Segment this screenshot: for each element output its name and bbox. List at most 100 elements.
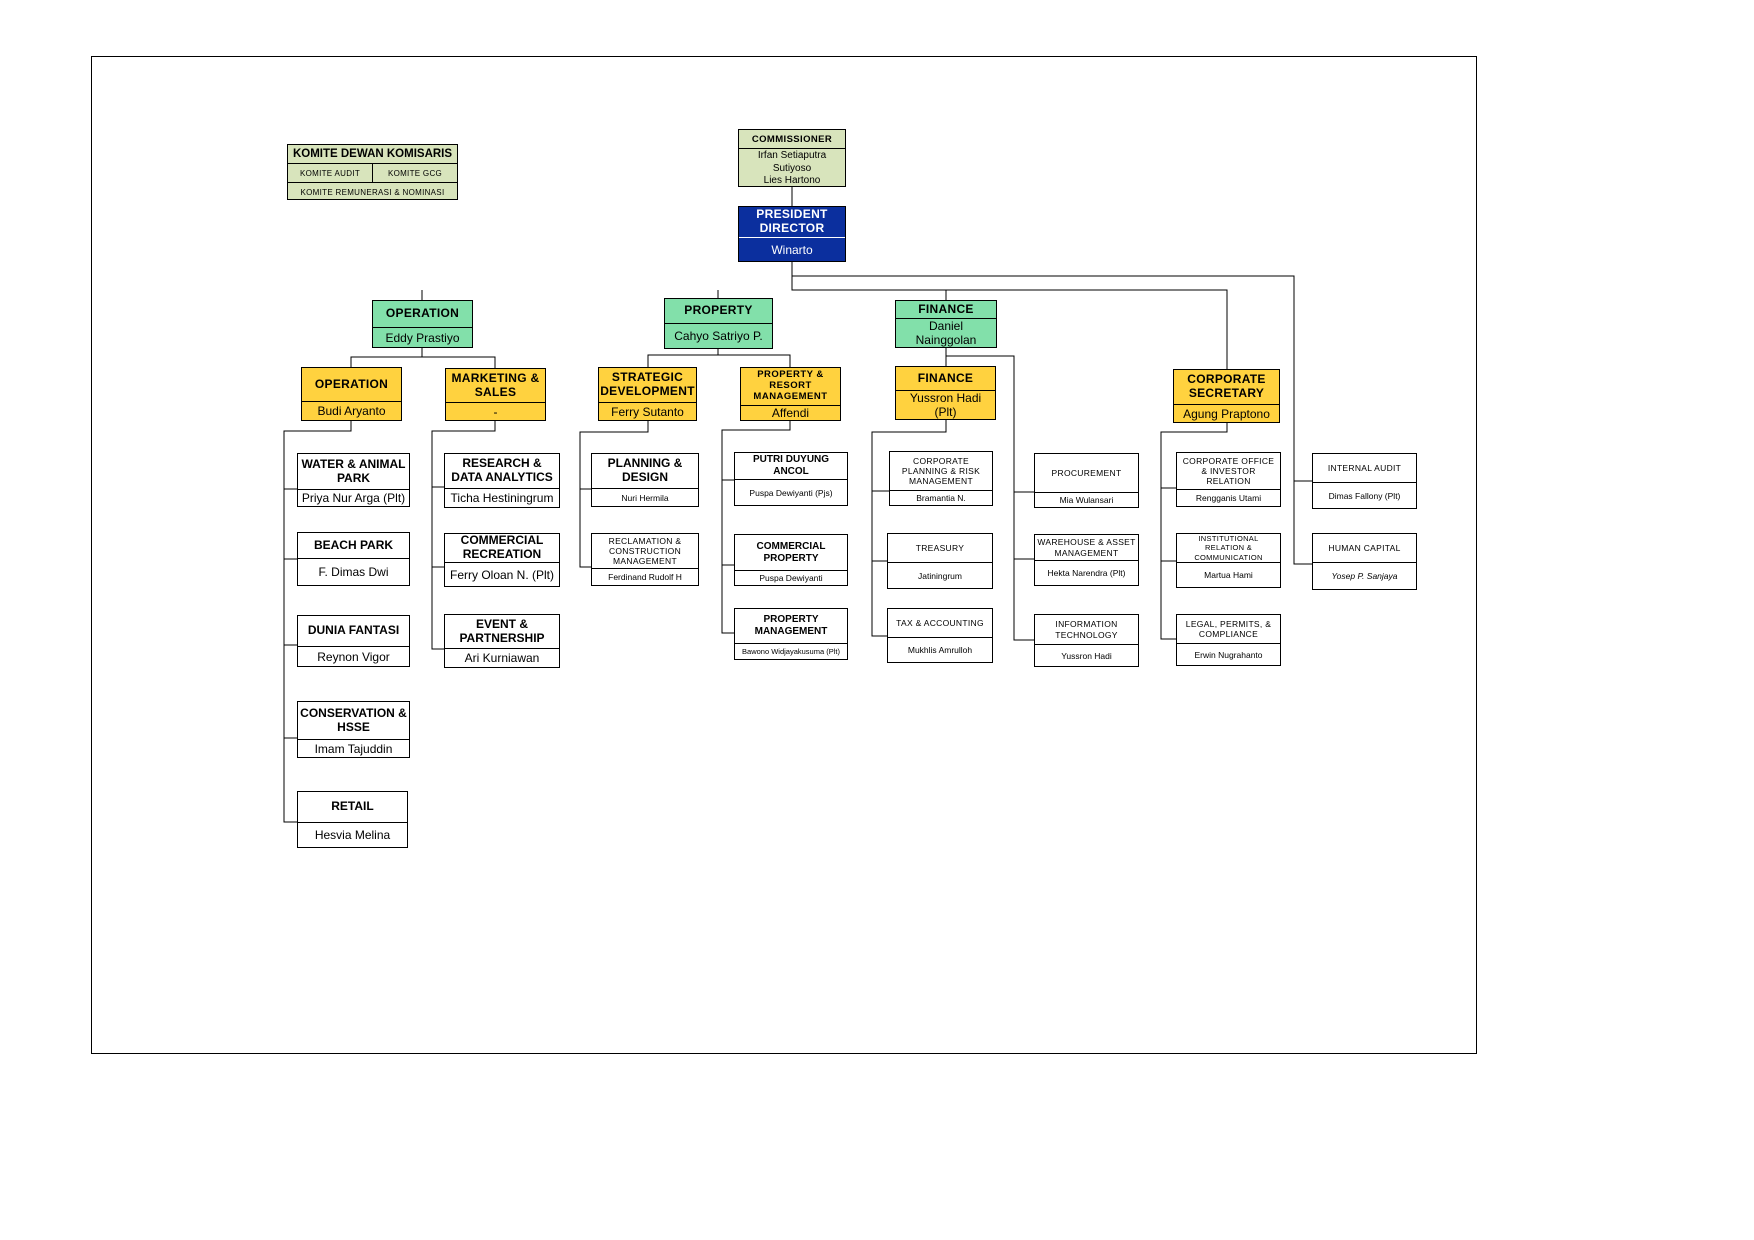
unit-head-name: Priya Nur Arga (Plt) [298,489,409,506]
unit-title: RETAIL [331,799,374,814]
finance-director-name: Daniel Nainggolan [896,318,996,347]
unit-head-name: Bawono Widjayakusuma (Plt) [735,643,847,659]
unit-title: EVENT & PARTNERSHIP [459,616,545,645]
strategic-division-name: Ferry Sutanto [599,402,696,420]
unit-title: PROPERTY MANAGEMENT [754,614,828,637]
commissioner-box: COMMISSIONER Irfan Setiaputra Sutiyoso L… [738,129,846,187]
corporate-secretary-division-box: CORPORATE SECRETARY Agung Praptono [1173,369,1280,423]
remuneration-committee-label: KOMITE REMUNERASI & NOMINASI [300,187,445,197]
unit-box-reclamation-construction: RECLAMATION & CONSTRUCTION MANAGEMENT Fe… [591,533,699,586]
unit-box-legal-permits-compliance: LEGAL, PERMITS, & COMPLIANCE Erwin Nugra… [1176,614,1281,666]
unit-head-name: Mia Wulansari [1035,492,1138,507]
unit-title: WATER & ANIMAL PARK [301,456,406,485]
unit-head-name: Erwin Nugrahanto [1177,643,1280,665]
finance-division-title: FINANCE [917,370,974,385]
unit-box-beach-park: BEACH PARK F. Dimas Dwi [297,532,410,586]
board-committee-box: KOMITE DEWAN KOMISARIS KOMITE AUDIT KOMI… [287,144,458,200]
operation-division-box: OPERATION Budi Aryanto [301,367,402,421]
unit-title: INFORMATION TECHNOLOGY [1055,619,1118,640]
unit-head-name: Ticha Hestiningrum [445,488,559,507]
unit-head-name: F. Dimas Dwi [298,558,409,585]
connector-lines [283,187,1312,823]
property-director-title: PROPERTY [684,303,753,318]
unit-box-corporate-planning-risk: CORPORATE PLANNING & RISK MANAGEMENT Bra… [889,451,993,506]
commissioner-member: Sutiyoso [772,162,812,174]
page-frame [91,56,1477,1054]
commissioner-member: Lies Hartono [763,175,821,186]
property-resort-division-name: Affendi [741,405,840,420]
unit-head-name: Imam Tajuddin [298,739,409,757]
corporate-secretary-division-name: Agung Praptono [1174,404,1279,422]
unit-title: CORPORATE PLANNING & RISK MANAGEMENT [901,455,981,487]
unit-head-name: Puspa Dewiyanti [735,570,847,585]
operation-division-title: OPERATION [314,376,389,391]
unit-title: WAREHOUSE & ASSET MANAGEMENT [1037,537,1136,558]
unit-box-conservation-hsse: CONSERVATION & HSSE Imam Tajuddin [297,701,410,758]
unit-title: INSTITUTIONAL RELATION & COMMUNICATION [1194,533,1263,562]
unit-head-name: Yussron Hadi [1035,644,1138,666]
unit-head-name: Yosep P. Sanjaya [1313,562,1416,589]
unit-box-property-management: PROPERTY MANAGEMENT Bawono Widjayakusuma… [734,608,848,660]
audit-committee-label: KOMITE AUDIT [288,164,373,182]
unit-title: TAX & ACCOUNTING [896,617,984,628]
finance-director-title: FINANCE [918,301,974,316]
operation-division-name: Budi Aryanto [302,401,401,420]
unit-box-dunia-fantasi: DUNIA FANTASI Reynon Vigor [297,615,410,667]
finance-division-box: FINANCE Yussron Hadi (Plt) [895,366,996,420]
unit-box-planning-design: PLANNING & DESIGN Nuri Hermila [591,453,699,507]
unit-title: RECLAMATION & CONSTRUCTION MANAGEMENT [608,535,682,567]
unit-title: COMMERCIAL RECREATION [460,533,544,561]
unit-head-name: Hesvia Melina [298,822,407,847]
unit-box-internal-audit: INTERNAL AUDIT Dimas Fallony (Plt) [1312,453,1417,509]
marketing-division-box: MARKETING & SALES - [445,368,546,421]
unit-title: HUMAN CAPITAL [1328,542,1401,553]
unit-head-name: Bramantia N. [890,490,992,505]
unit-title: RESEARCH & DATA ANALYTICS [451,456,553,484]
unit-title: CORPORATE OFFICE & INVESTOR RELATION [1182,455,1275,487]
unit-box-event-partnership: EVENT & PARTNERSHIP Ari Kurniawan [444,614,560,668]
marketing-division-name: - [446,402,545,420]
unit-box-corporate-office-investor: CORPORATE OFFICE & INVESTOR RELATION Ren… [1176,452,1281,507]
unit-box-procurement: PROCUREMENT Mia Wulansari [1034,453,1139,508]
operation-director-name: Eddy Prastiyo [373,327,472,347]
finance-director-box: FINANCE Daniel Nainggolan [895,300,997,348]
president-director-name: Winarto [739,237,845,261]
unit-head-name: Ari Kurniawan [445,648,559,667]
strategic-division-box: STRATEGIC DEVELOPMENT Ferry Sutanto [598,367,697,421]
strategic-division-title: STRATEGIC DEVELOPMENT [600,370,695,398]
unit-head-name: Ferdinand Rudolf H [592,568,698,585]
unit-head-name: Puspa Dewiyanti (Pjs) [735,479,847,505]
president-director-box: PRESIDENT DIRECTOR Winarto [738,206,846,262]
unit-box-water-animal-park: WATER & ANIMAL PARK Priya Nur Arga (Plt) [297,453,410,507]
unit-box-research-data-analytics: RESEARCH & DATA ANALYTICS Ticha Hestinin… [444,453,560,508]
commissioner-title: COMMISSIONER [739,130,845,149]
unit-box-institutional-relation: INSTITUTIONAL RELATION & COMMUNICATION M… [1176,533,1281,588]
unit-title: BEACH PARK [313,537,394,552]
corporate-secretary-division-title: CORPORATE SECRETARY [1187,372,1266,400]
unit-title: CONSERVATION & HSSE [300,705,407,734]
unit-head-name: Ferry Oloan N. (Plt) [445,562,559,586]
unit-title: LEGAL, PERMITS, & COMPLIANCE [1185,618,1272,639]
unit-head-name: Nuri Hermila [592,488,698,506]
unit-box-commercial-recreation: COMMERCIAL RECREATION Ferry Oloan N. (Pl… [444,533,560,587]
unit-head-name: Mukhlis Amrulloh [888,637,992,662]
unit-box-commercial-property: COMMERCIAL PROPERTY Puspa Dewiyanti [734,534,848,586]
marketing-division-title: MARKETING & SALES [451,370,540,399]
operation-director-box: OPERATION Eddy Prastiyo [372,300,473,348]
gcg-committee-label: KOMITE GCG [387,168,443,178]
unit-head-name: Dimas Fallony (Plt) [1313,482,1416,508]
unit-head-name: Rengganis Utami [1177,489,1280,506]
unit-box-retail: RETAIL Hesvia Melina [297,791,408,848]
unit-head-name: Martua Hami [1177,562,1280,587]
unit-box-information-technology: INFORMATION TECHNOLOGY Yussron Hadi [1034,614,1139,667]
unit-title: PLANNING & DESIGN [607,456,683,484]
property-director-box: PROPERTY Cahyo Satriyo P. [664,298,773,349]
unit-box-putri-duyung-ancol: PUTRI DUYUNG ANCOL Puspa Dewiyanti (Pjs) [734,452,848,506]
unit-title: INTERNAL AUDIT [1327,462,1402,473]
property-director-name: Cahyo Satriyo P. [665,323,772,348]
operation-director-title: OPERATION [385,306,460,321]
unit-box-tax-accounting: TAX & ACCOUNTING Mukhlis Amrulloh [887,608,993,663]
unit-box-warehouse-asset: WAREHOUSE & ASSET MANAGEMENT Hekta Naren… [1034,534,1139,586]
unit-head-name: Reynon Vigor [298,646,409,666]
unit-title: COMMERCIAL PROPERTY [756,540,826,564]
